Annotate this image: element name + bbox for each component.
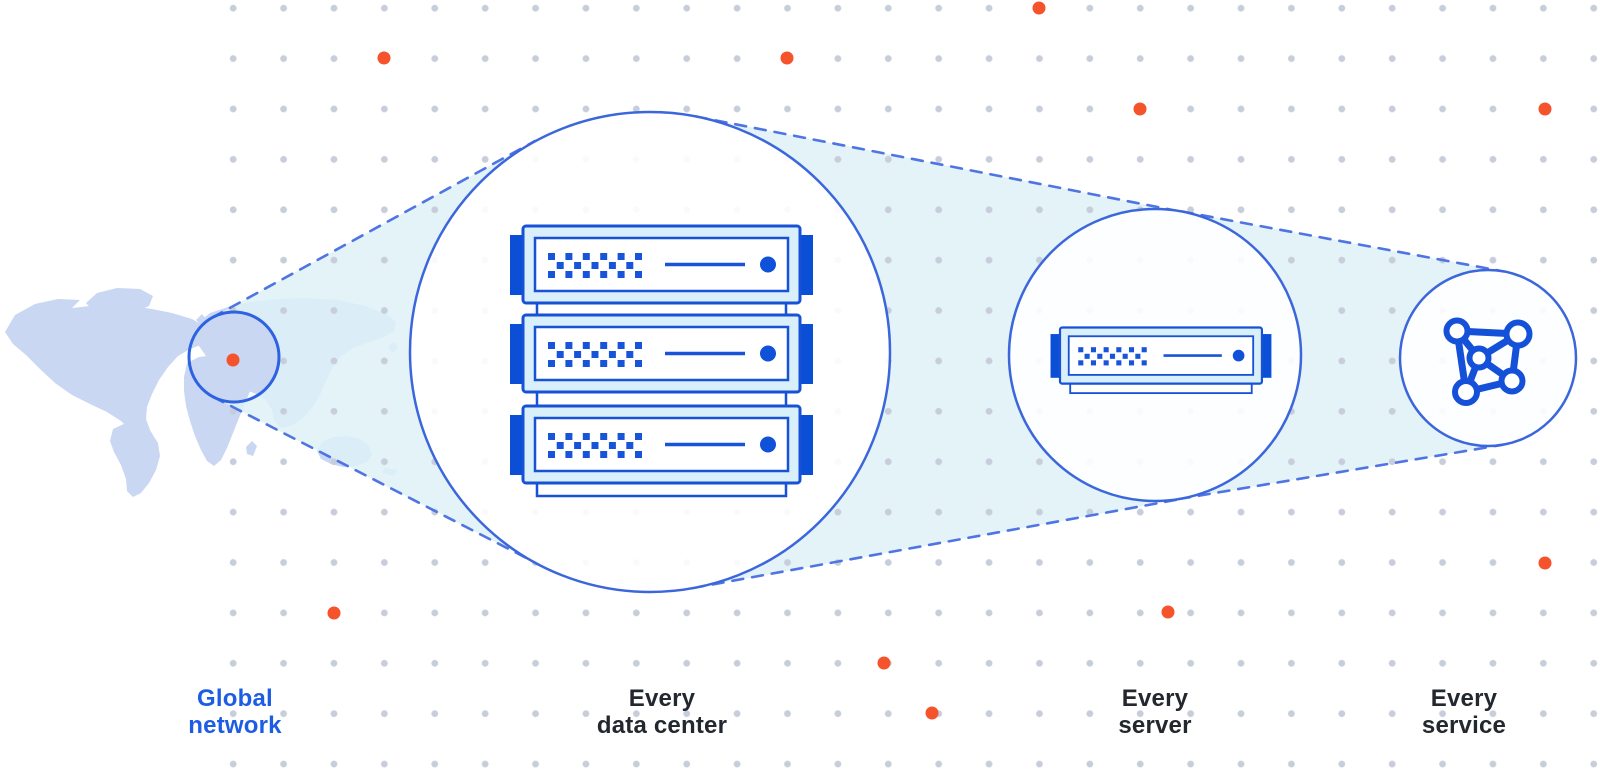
single-server-icon [1049, 326, 1273, 395]
label-global-network: Global network [188, 685, 281, 739]
mesh-network-icon [1443, 317, 1533, 406]
label-service-line1: Every [1430, 685, 1498, 712]
label-server-line1: Every [1121, 685, 1189, 712]
label-data-center-line1: Every [628, 685, 696, 712]
label-global-network-line2: network [188, 712, 282, 739]
label-server-line2: server [1118, 712, 1192, 739]
label-global-network-line1: Global [197, 685, 273, 712]
label-data-center-line2: data center [596, 712, 728, 739]
dashed-zoom-lines [211, 115, 1506, 590]
global-network-circle [187, 310, 281, 404]
label-service-line2: service [1421, 712, 1507, 739]
label-data-center: Every data center [597, 685, 727, 739]
server-rack-icon [508, 224, 815, 498]
label-server: Every server [1118, 685, 1191, 739]
label-service: Every service [1422, 685, 1506, 739]
